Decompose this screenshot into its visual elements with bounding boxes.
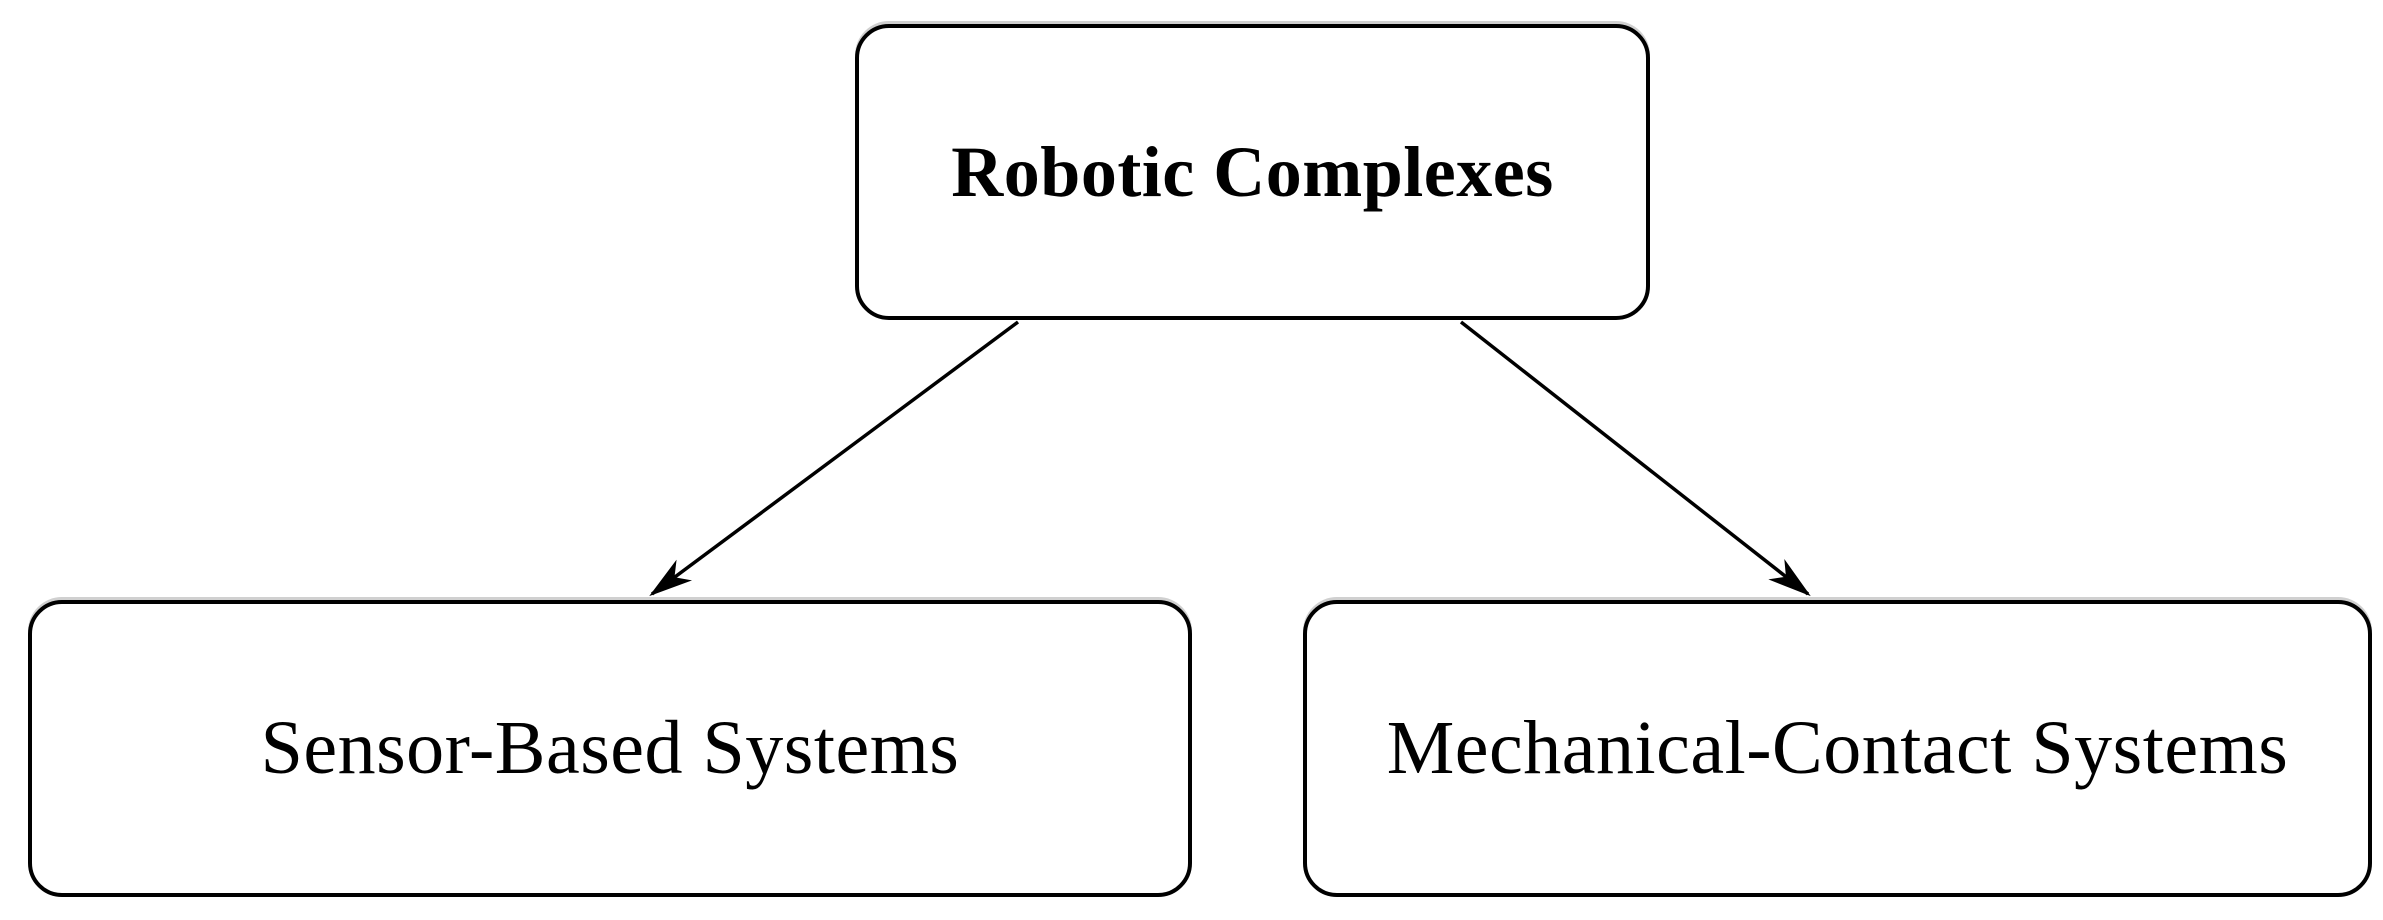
node-sensor-based-systems: Sensor-Based Systems <box>28 600 1192 897</box>
node-sensor-based-systems-label: Sensor-Based Systems <box>260 706 960 790</box>
node-mechanical-contact-systems-label: Mechanical-Contact Systems <box>1386 706 2289 790</box>
edge-root-to-mechanical-contact-arrow <box>1459 320 1811 597</box>
node-robotic-complexes: Robotic Complexes <box>855 24 1650 320</box>
edge-root-to-sensor-based-arrow <box>649 320 1020 597</box>
node-mechanical-contact-systems: Mechanical-Contact Systems <box>1303 600 2372 897</box>
node-robotic-complexes-label: Robotic Complexes <box>951 131 1554 212</box>
